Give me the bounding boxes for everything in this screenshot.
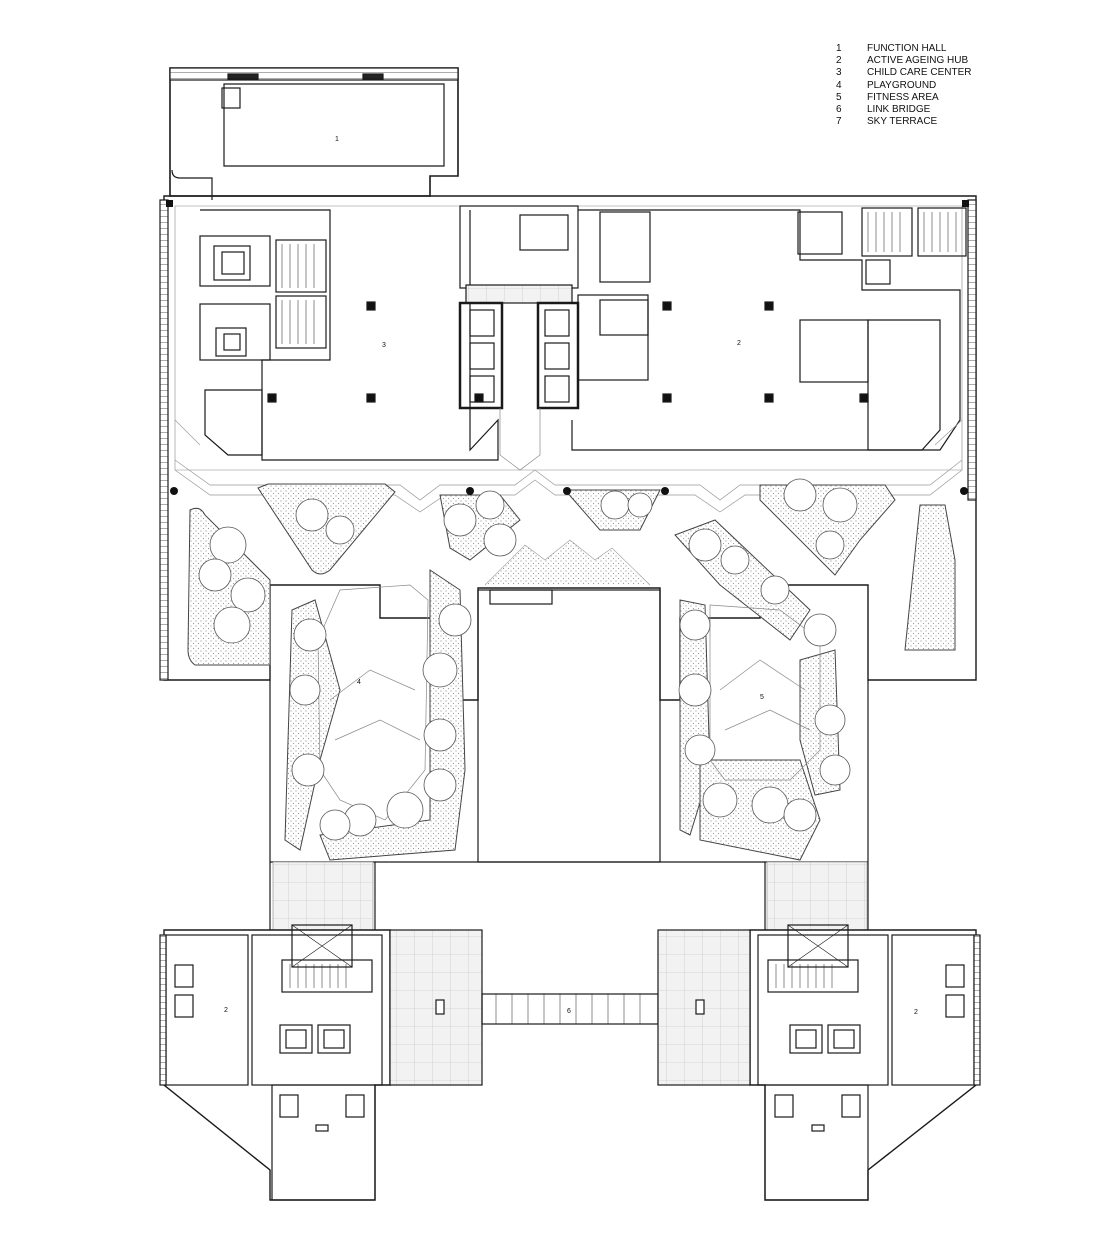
podium-outline (159, 195, 977, 701)
label-function-hall: 1 (335, 136, 339, 143)
legend-label: SKY TERRACE (867, 116, 938, 128)
label-fitness-area: 5 (760, 694, 764, 701)
legend-number: 6 (836, 104, 842, 116)
label-right-block-unit: 2 (914, 1009, 918, 1016)
legend-number: 7 (836, 116, 842, 128)
paving-paths (174, 419, 963, 513)
legend-label: ACTIVE AGEING HUB (867, 55, 969, 67)
label-active-ageing-hub: 2 (737, 340, 741, 347)
legend-item-active-ageing-hub: 2 ACTIVE AGEING HUB (836, 55, 971, 67)
legend-number: 3 (836, 67, 842, 79)
left-tower (159, 924, 483, 1201)
legend-label: FITNESS AREA (867, 91, 939, 103)
legend-label: PLAYGROUND (867, 79, 937, 91)
legend-number: 5 (836, 91, 842, 103)
central-core (458, 205, 580, 471)
label-playground: 4 (357, 679, 361, 686)
legend-number: 2 (836, 55, 842, 67)
label-link-bridge: 6 (567, 1008, 571, 1015)
function-hall (169, 67, 459, 200)
legend-label: CHILD CARE CENTER (867, 67, 972, 79)
child-care-center (199, 209, 499, 461)
legend: 1 FUNCTION HALL 2 ACTIVE AGEING HUB 3 CH… (836, 43, 971, 128)
legend-number: 1 (836, 43, 842, 54)
room-labels: 1 3 2 4 5 6 2 2 (224, 136, 918, 1016)
label-left-block-unit: 2 (224, 1007, 228, 1014)
fitness-area (709, 604, 821, 781)
legend-item-fitness-area: 5 FITNESS AREA (836, 92, 971, 104)
structural-columns (166, 200, 969, 495)
legend-item-link-bridge: 6 LINK BRIDGE (836, 104, 971, 116)
legend-item-function-hall: 1 FUNCTION HALL (836, 43, 971, 55)
tree-canopies (198, 478, 858, 841)
legend-item-child-care-center: 3 CHILD CARE CENTER (836, 67, 971, 79)
legend-number: 4 (836, 79, 842, 91)
right-tower (657, 924, 981, 1201)
legend-label: FUNCTION HALL (867, 43, 947, 54)
lower-podium (269, 680, 869, 931)
legend-label: LINK BRIDGE (867, 104, 931, 116)
active-ageing-hub (571, 207, 967, 451)
legend-item-sky-terrace: 7 SKY TERRACE (836, 116, 971, 128)
label-child-care-center: 3 (382, 342, 386, 349)
legend-item-playground: 4 PLAYGROUND (836, 80, 971, 92)
